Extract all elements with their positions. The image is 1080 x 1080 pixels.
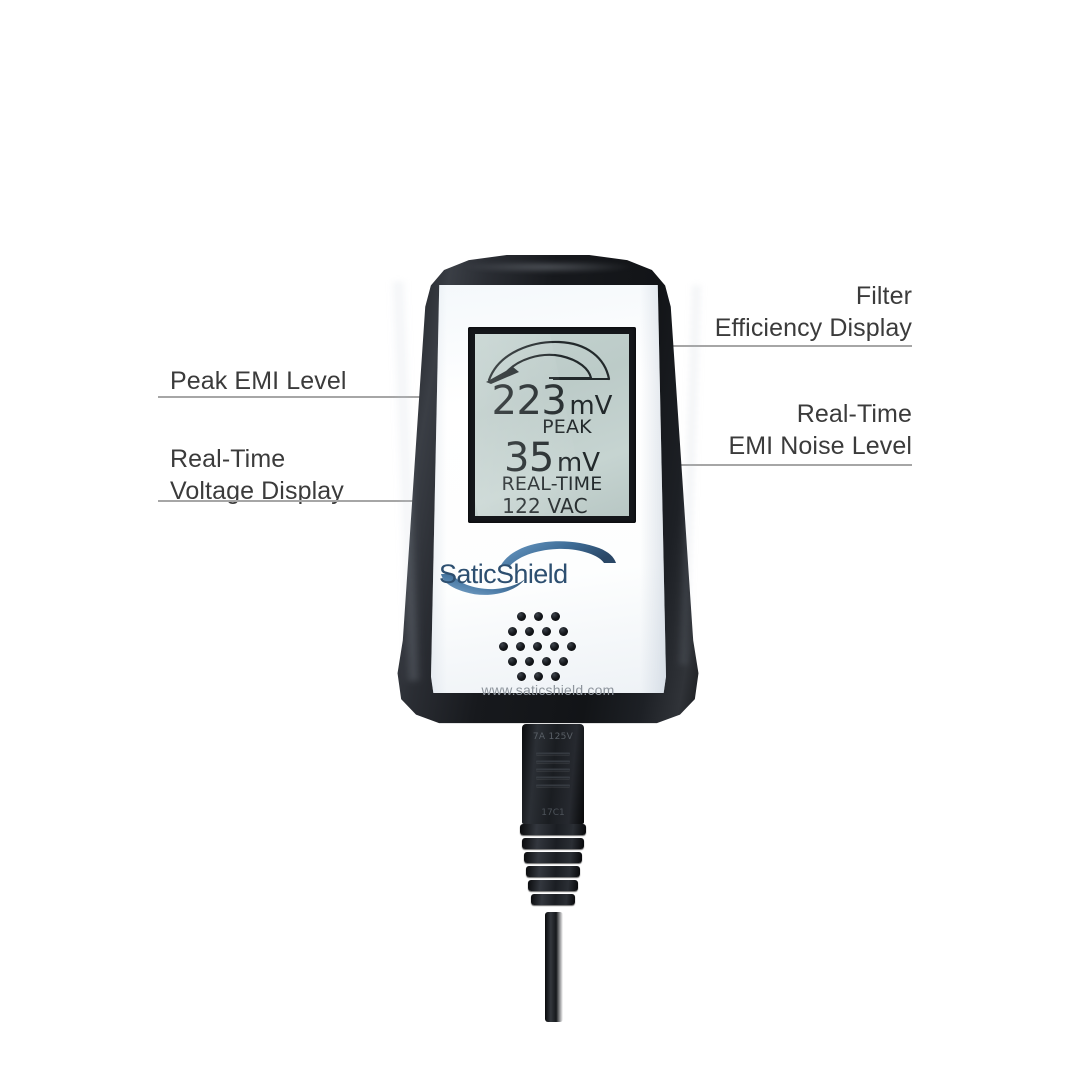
saticshield-emi-meter: 223 mV PEAK 35 mV REAL-TIME 122 VAC xyxy=(383,255,713,725)
speaker-grille xyxy=(493,612,579,681)
power-plug-body: 7A 125V 17C1 xyxy=(522,724,584,824)
strain-relief-rib xyxy=(522,838,584,849)
leader-line-real-time-voltage-display xyxy=(158,500,513,502)
lcd-realtime-label: REAL-TIME xyxy=(501,473,603,495)
grille-dot xyxy=(525,627,534,636)
grille-dot xyxy=(559,657,568,666)
grille-dot xyxy=(534,612,543,621)
plug-vent-slot xyxy=(536,752,570,755)
plug-vent-slot xyxy=(536,760,570,763)
lcd-voltage-reading: 122 VAC xyxy=(502,494,588,516)
brand-logo: SaticShield xyxy=(439,541,617,599)
callout-filter-efficiency-display: Filter Efficiency Display xyxy=(714,282,912,342)
lcd-realtime-value: 35 xyxy=(503,435,554,481)
grille-dot xyxy=(533,642,542,651)
grille-dot xyxy=(542,627,551,636)
lcd-peak-reading: 223 mV xyxy=(475,381,629,421)
plug-rating-bottom-text: 17C1 xyxy=(541,808,565,818)
strain-relief-rib xyxy=(531,894,575,905)
lcd-peak-label: PEAK xyxy=(542,416,592,438)
strain-relief-rib xyxy=(524,852,582,863)
grille-dot xyxy=(567,642,576,651)
lcd-realtime-reading: 35 mV xyxy=(475,438,629,478)
leader-line-peak-emi-level xyxy=(158,396,503,398)
grille-dot xyxy=(551,672,560,681)
grille-dot xyxy=(525,657,534,666)
shell-highlight-top xyxy=(461,261,636,273)
cord-wire xyxy=(545,912,563,1022)
grille-dot xyxy=(508,657,517,666)
grille-dot xyxy=(508,627,517,636)
plug-vent-slot xyxy=(536,784,570,787)
grille-dot xyxy=(534,672,543,681)
lcd-peak-value: 223 xyxy=(491,378,567,424)
grille-dot xyxy=(551,612,560,621)
strain-relief-rib xyxy=(520,824,586,835)
lcd-realtime-unit: mV xyxy=(556,448,601,478)
website-url-text: www.saticshield.com xyxy=(481,682,615,698)
lcd-display: 223 mV PEAK 35 mV REAL-TIME 122 VAC xyxy=(475,334,629,516)
callout-peak-emi-level: Peak EMI Level xyxy=(170,367,347,395)
grille-dot xyxy=(516,642,525,651)
grille-dot xyxy=(517,612,526,621)
plug-vent-slot xyxy=(536,776,570,779)
swoosh-icon xyxy=(441,541,616,595)
leader-line-filter-efficiency-display xyxy=(616,345,912,347)
power-cord: 7A 125V 17C1 xyxy=(490,716,640,1022)
plug-vent-slot xyxy=(536,768,570,771)
callout-real-time-emi-noise-level: Real-Time EMI Noise Level xyxy=(728,400,912,460)
grille-dot xyxy=(559,627,568,636)
leader-line-real-time-emi-noise-level xyxy=(634,464,912,466)
strain-relief-rib xyxy=(528,880,578,891)
grille-dot xyxy=(542,657,551,666)
brand-logo-text: SaticShield xyxy=(439,559,568,589)
plug-rating-top-text: 7A 125V xyxy=(532,732,574,742)
lcd-bezel: 223 mV PEAK 35 mV REAL-TIME 122 VAC xyxy=(468,327,636,523)
grille-dot xyxy=(499,642,508,651)
strain-relief-rib xyxy=(526,866,580,877)
grille-dot xyxy=(517,672,526,681)
filter-efficiency-gauge-icon xyxy=(486,340,611,384)
lcd-peak-unit: mV xyxy=(569,391,613,421)
grille-dot xyxy=(550,642,559,651)
